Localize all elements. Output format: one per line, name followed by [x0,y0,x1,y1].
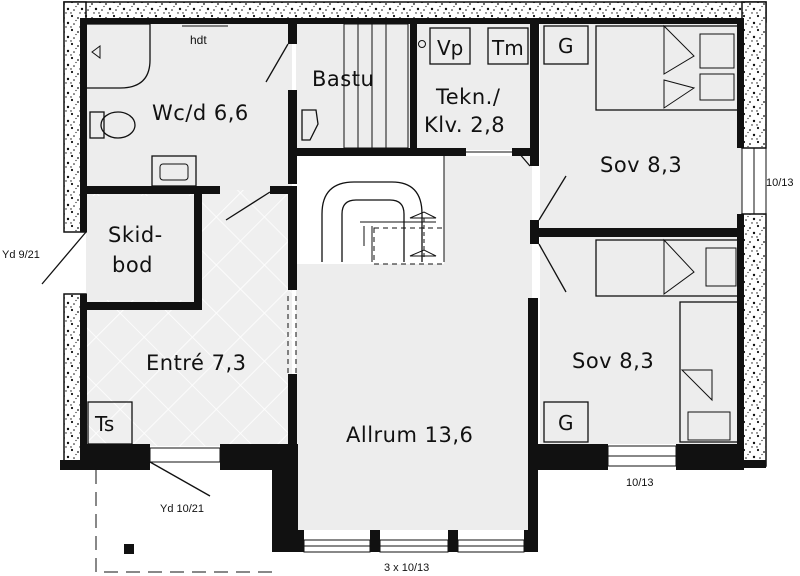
wardrobe-g-bottom [543,401,589,443]
vp-box [429,27,471,65]
tekn-fixtures [418,27,529,65]
ts-box [87,401,133,445]
interior-walls [60,18,766,552]
ts-label: Ts [94,412,114,436]
room-label-allrum: Allrum 13,6 [346,423,473,447]
stair-arrow-icon [409,211,437,219]
wc-fixtures [85,23,228,187]
toilet-icon [100,111,136,139]
bastu-fixtures [301,23,409,149]
wc-floor [86,22,292,190]
stair-well [296,156,444,264]
room-label-entre: Entré 7,3 [146,351,246,375]
vp-label: Vp [437,36,463,60]
tm-box [487,27,529,65]
tekn-floor [416,22,536,150]
sauna-bench [343,23,409,149]
bed-bottom-b [679,301,739,443]
fixture-labels: hdt Vp Tm G G Ts [94,33,574,436]
room-label-sov-top: Sov 8,3 [600,153,682,177]
room-label-wc: Wc/d 6,6 [152,101,249,125]
terrace [95,470,272,573]
room-label-bastu: Bastu [312,67,374,91]
shower-area [85,23,151,89]
wardrobe-g-top [543,25,589,65]
g-bottom-label: G [558,411,574,435]
staircase [321,156,445,265]
toilet-tank-icon [89,111,105,139]
tm-label: Tm [491,36,524,60]
room-label-tekn-line1: Tekn./ [435,85,501,109]
shower-head-icon [91,45,101,59]
room-label-skidbod-line1: Skid- [108,223,163,247]
room-labels: Wc/d 6,6 Bastu Tekn./ Klv. 2,8 Sov 8,3 S… [108,67,682,447]
window-right-top-label: 10/13 [766,177,794,189]
room-label-tekn-line2: Klv. 2,8 [424,113,505,137]
g-top-label: G [558,34,574,58]
sov-bottom-floor [540,236,742,444]
sauna-heater-icon [301,109,319,141]
doors [41,43,567,497]
sink-icon [151,155,197,187]
window-right-bottom-label: 10/13 [626,477,654,489]
room-label-sov-bottom: Sov 8,3 [572,349,654,373]
yd-bottom-label: Yd 10/21 [160,503,204,515]
bed-bottom-a [595,239,739,297]
floor-drain-icon [418,40,426,48]
floor-areas [86,22,742,530]
sov-bottom-furniture [543,238,739,443]
sov-top-floor [540,22,742,230]
window-allrum-label: 3 x 10/13 [384,562,429,574]
hdt-label: hdt [190,33,207,47]
windows [149,147,767,553]
bed-top [595,25,739,111]
room-label-skidbod-line2: bod [112,253,153,277]
sov-top-furniture [543,24,739,111]
dimension-labels: Yd 9/21 Yd 10/21 10/13 10/13 3 x 10/13 [2,177,794,574]
yd-left-label: Yd 9/21 [2,249,40,261]
